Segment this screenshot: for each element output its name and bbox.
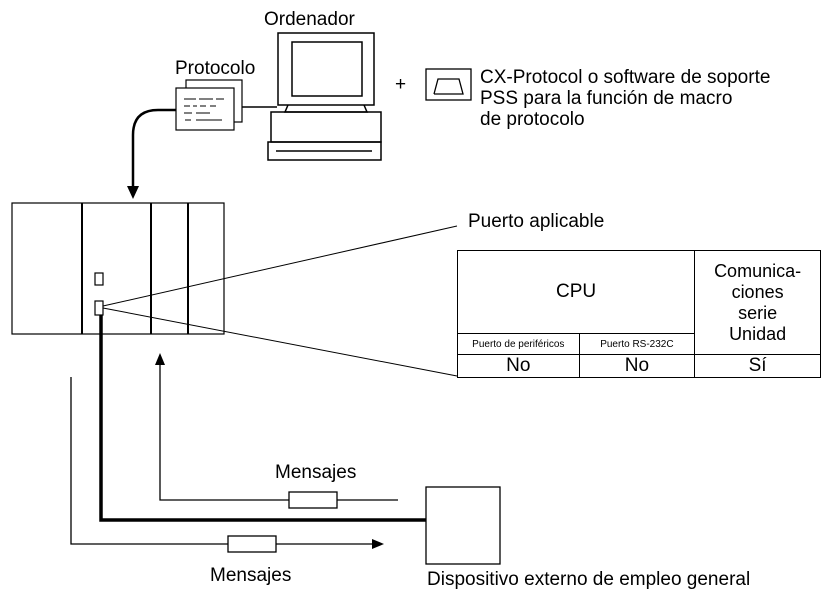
message-icon-bottom <box>227 535 277 553</box>
plus-sign: + <box>395 74 407 95</box>
peripheral-port-header: Puerto de periféricos <box>457 333 580 355</box>
rs232c-port-icon <box>94 300 104 316</box>
software-line-2: PSS para la función de macro <box>480 88 733 109</box>
protocol-document-icon <box>175 79 243 131</box>
peripheral-port-icon <box>94 272 104 286</box>
zoom-lines <box>102 225 458 377</box>
computer-icon <box>267 32 382 161</box>
rs232c-port-value: No <box>578 354 696 378</box>
computer-label: Ordenador <box>264 9 355 30</box>
message-icon-top <box>288 491 338 509</box>
software-line-3: de protocolo <box>480 109 585 130</box>
applicable-port-label: Puerto aplicable <box>468 211 605 232</box>
plc-rack <box>11 202 225 335</box>
external-device-label: Dispositivo externo de empleo general <box>427 569 751 590</box>
cpu-header: CPU <box>456 250 696 334</box>
software-line-1: CX-Protocol o software de soporte <box>480 67 771 88</box>
serial-unit-value: Sí <box>694 354 821 378</box>
applicable-port-table: CPU Comunica- ciones serie Unidad Puerto… <box>456 250 821 378</box>
messages-label-bottom: Mensajes <box>210 565 292 586</box>
messages-label-top: Mensajes <box>275 462 357 483</box>
peripheral-port-value: No <box>457 354 580 378</box>
rs232c-port-header: Puerto RS-232C <box>578 333 696 355</box>
software-disk-icon <box>425 68 472 101</box>
communication-cable <box>99 315 426 522</box>
software-description: CX-Protocol o software de soporte PSS pa… <box>480 67 770 130</box>
protocol-label: Protocolo <box>175 58 256 79</box>
serial-unit-header: Comunica- ciones serie Unidad <box>694 250 821 355</box>
external-device-box <box>425 486 501 565</box>
